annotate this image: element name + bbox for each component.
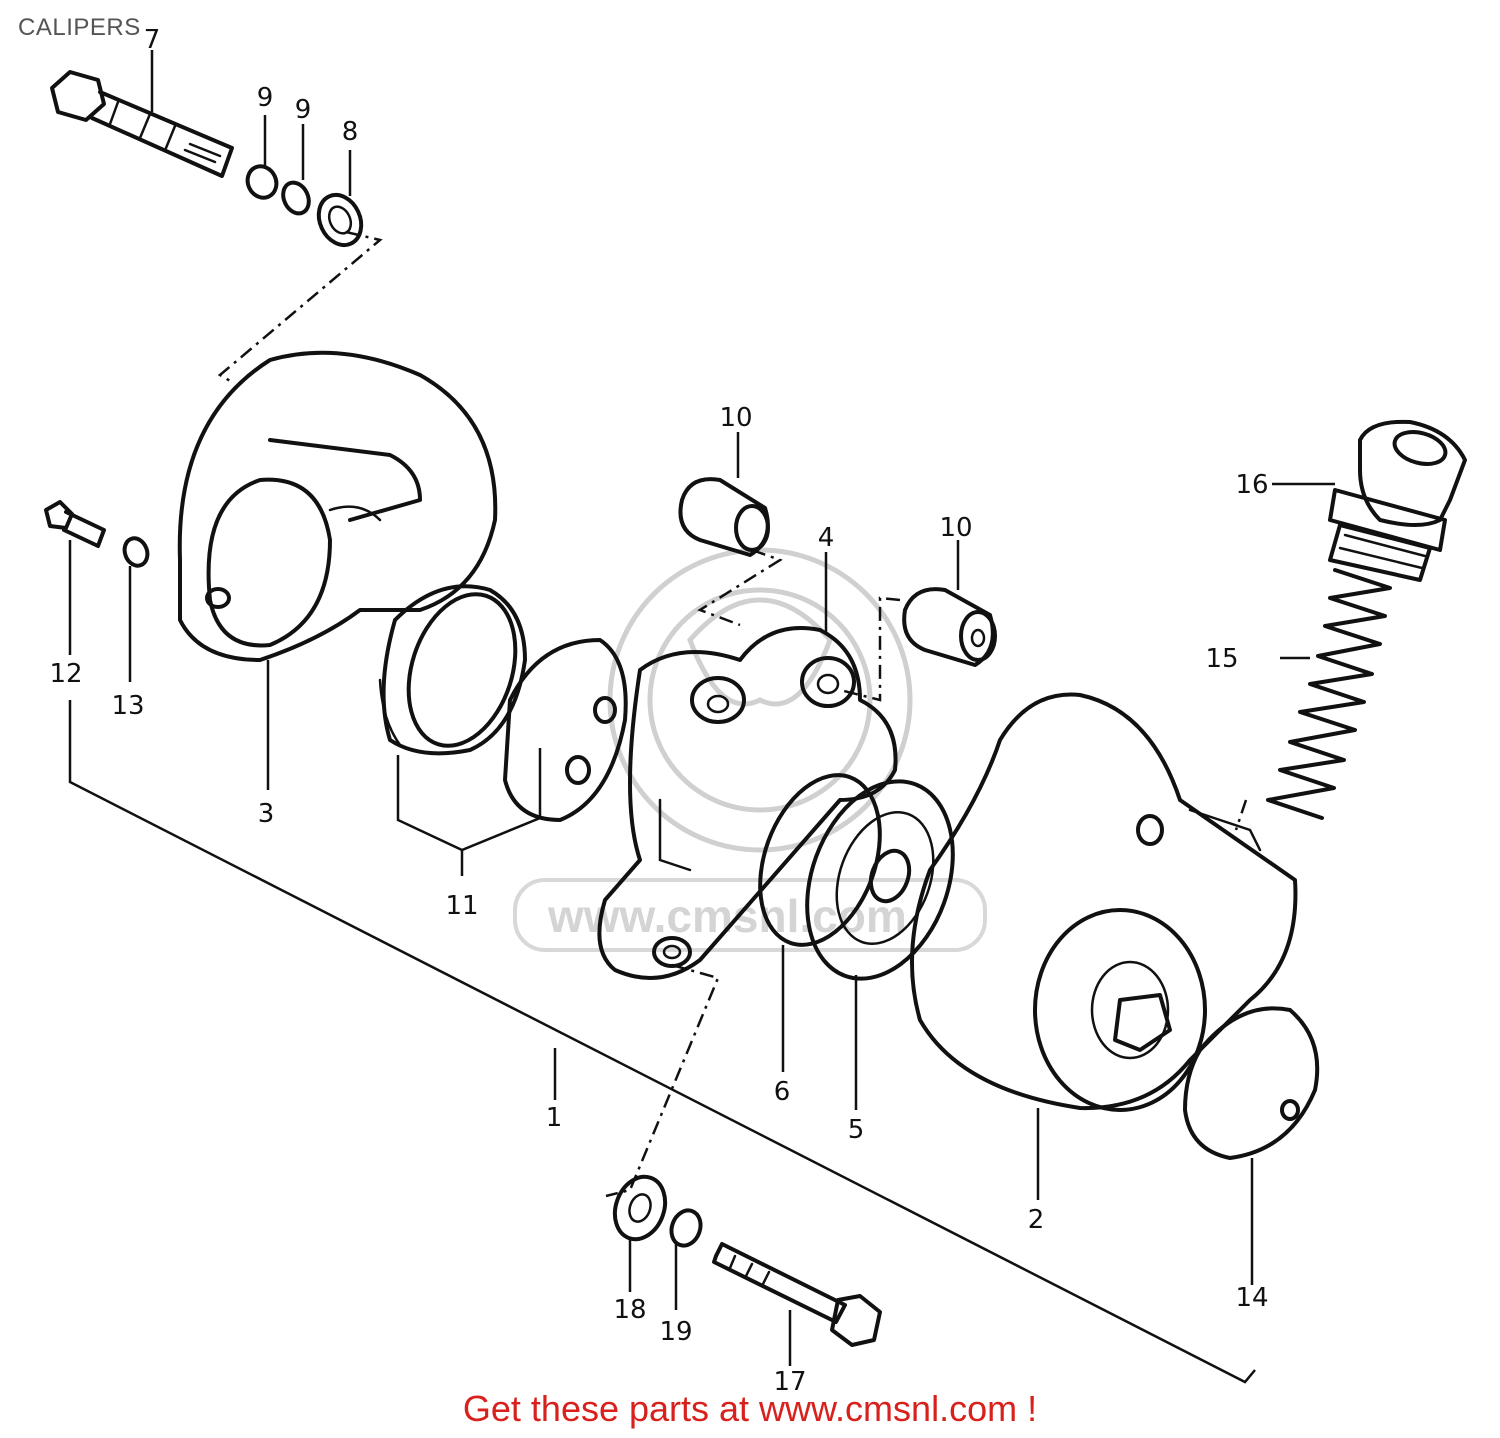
callout-19: 19 <box>659 1317 692 1347</box>
callout-6: 6 <box>774 1077 791 1107</box>
part-piston-seal <box>378 584 527 756</box>
callout-12: 12 <box>49 659 82 689</box>
callout-10a: 10 <box>719 403 752 433</box>
part-bolt-12 <box>44 500 106 548</box>
part-pad-5 <box>805 779 955 981</box>
callout-numbers: 7 9 9 8 10 10 4 16 15 12 13 3 11 6 5 1 2… <box>49 25 1268 1397</box>
callout-18: 18 <box>613 1295 646 1325</box>
promo-link[interactable]: Get these parts at www.cmsnl.com ! <box>462 1388 1038 1429</box>
part-bushing-10b <box>902 587 997 667</box>
callout-16: 16 <box>1235 470 1268 500</box>
callout-10b: 10 <box>939 513 972 543</box>
callout-17: 17 <box>773 1367 806 1397</box>
part-caliper-bracket <box>597 626 898 980</box>
part-washer-9a <box>245 164 279 200</box>
part-plug-16 <box>1328 419 1467 582</box>
alignment-lines <box>217 230 1248 1198</box>
part-washer-19 <box>669 1208 703 1248</box>
part-piston <box>503 638 628 822</box>
callout-3: 3 <box>258 799 275 829</box>
part-caliper-half-right <box>910 692 1298 1112</box>
part-washer-9b <box>281 180 311 216</box>
callout-14: 14 <box>1235 1283 1268 1313</box>
callout-15: 15 <box>1205 644 1238 674</box>
part-cap-14 <box>1183 1006 1320 1160</box>
part-spring-15 <box>1266 568 1392 820</box>
page-title: CALIPERS <box>18 14 141 41</box>
callout-9a: 9 <box>257 83 274 113</box>
part-banjo-bolt <box>50 70 234 178</box>
leader-lines <box>68 50 1335 1384</box>
part-bolt-17 <box>712 1242 882 1347</box>
callout-1: 1 <box>546 1103 563 1133</box>
callout-2: 2 <box>1028 1205 1045 1235</box>
callout-5: 5 <box>848 1115 865 1145</box>
part-bushing-10a <box>678 477 770 557</box>
callout-13: 13 <box>111 691 144 721</box>
watermark-logo: www.cmsnl.com <box>513 547 987 952</box>
part-gasket-8 <box>316 192 364 248</box>
callout-4: 4 <box>818 523 835 553</box>
part-caliper-half-left <box>177 350 498 662</box>
callout-7: 7 <box>144 25 161 55</box>
callout-9b: 9 <box>295 95 312 125</box>
callout-8: 8 <box>342 117 359 147</box>
part-washer-13 <box>122 536 150 568</box>
callout-11: 11 <box>445 891 478 921</box>
part-washer-18 <box>612 1174 668 1242</box>
